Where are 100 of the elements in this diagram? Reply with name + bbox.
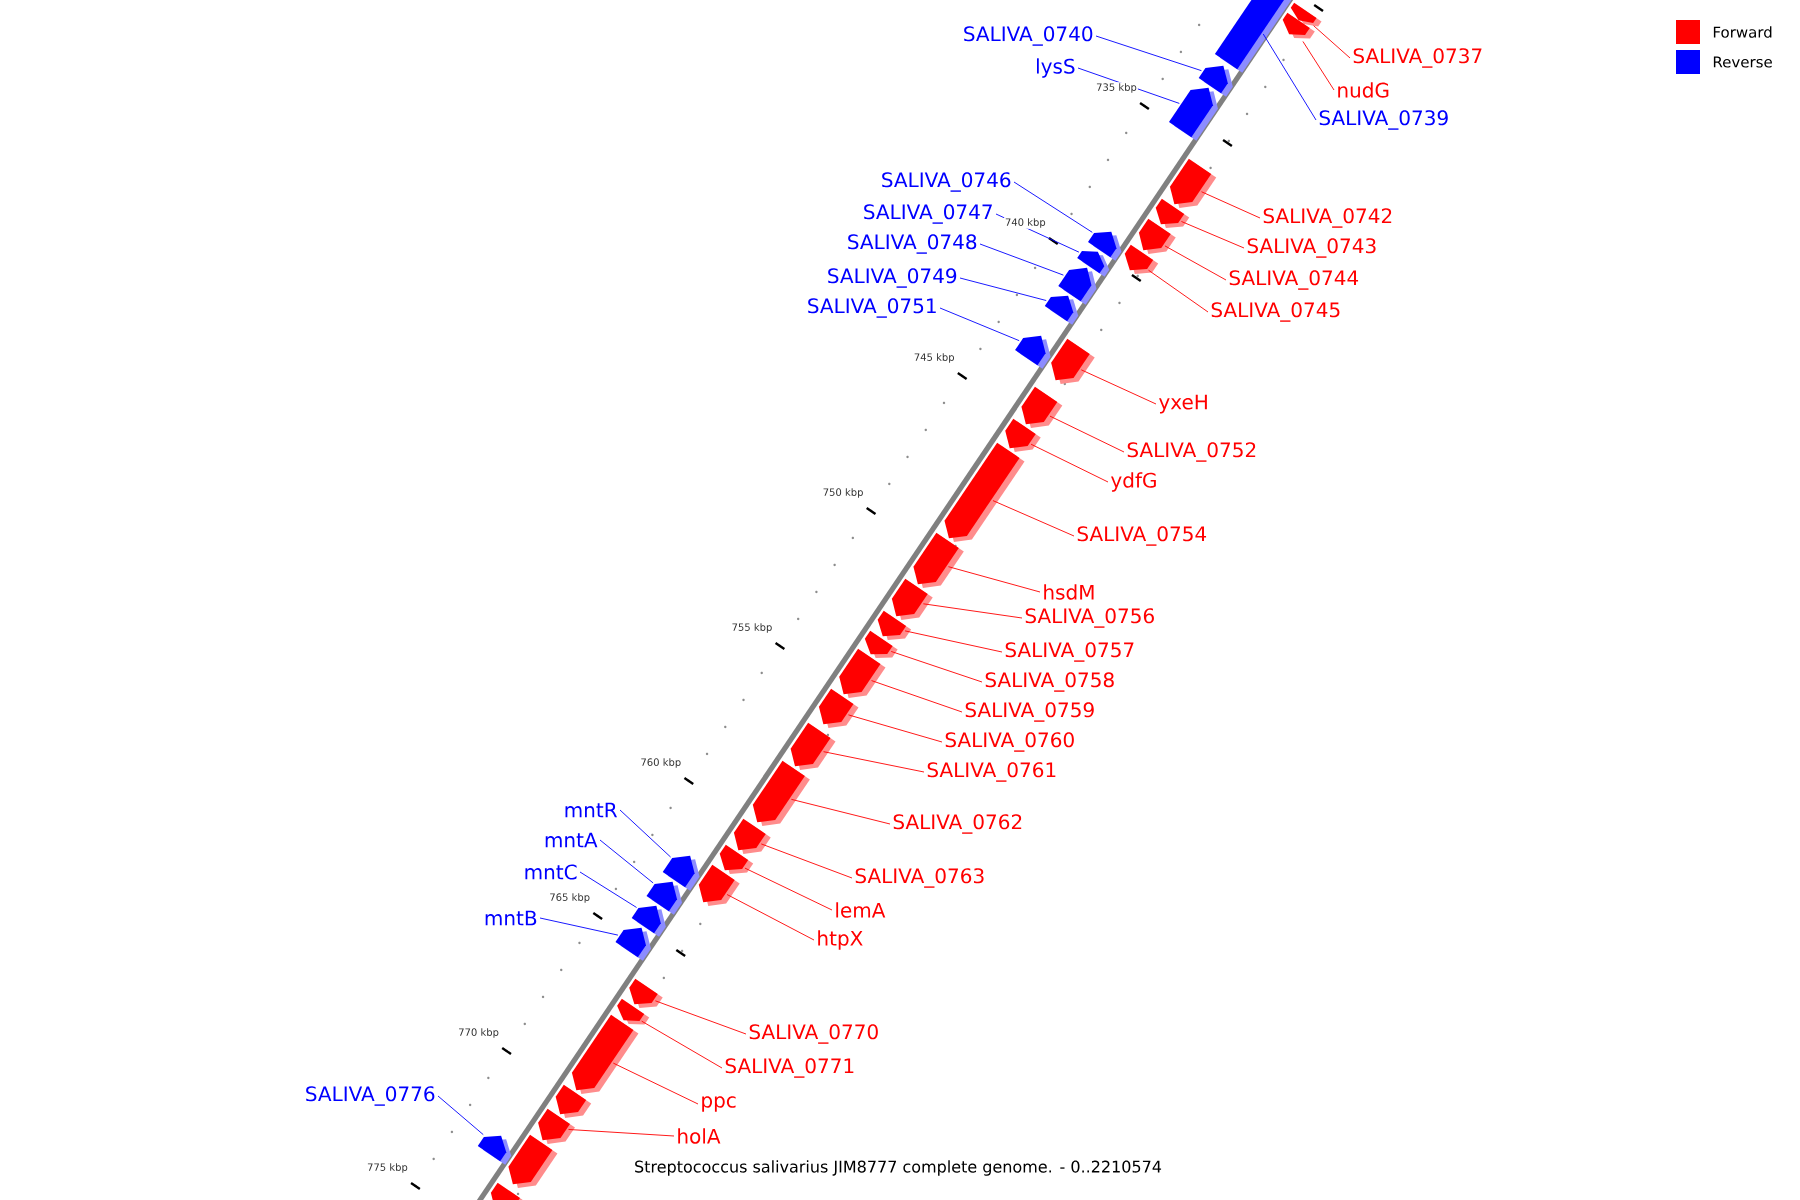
- gene-label: SALIVA_0762: [893, 814, 1022, 834]
- leader-line: [619, 809, 672, 858]
- leader-line: [922, 603, 1023, 619]
- leader-line: [539, 917, 619, 936]
- gene-glyph: [1015, 335, 1051, 369]
- leader-line: [437, 1095, 484, 1136]
- gene-label: SALIVA_0771: [725, 1058, 854, 1078]
- leader-line: [904, 630, 1003, 653]
- gene-glyph: [615, 927, 651, 961]
- gene-label: SALIVA_0751: [808, 298, 936, 318]
- leader-line: [1013, 181, 1093, 233]
- gene-glyph: [490, 1182, 525, 1200]
- gene-glyph: [1155, 198, 1190, 228]
- leader-line: [599, 839, 654, 884]
- gene-label: yxeH: [1159, 394, 1207, 414]
- gene-glyph: [508, 1134, 558, 1188]
- gene-glyph: [864, 630, 898, 658]
- leader-line: [1049, 415, 1125, 453]
- gene-label: ppc: [702, 1096, 736, 1112]
- gene-label: SALIVA_0740: [964, 26, 1093, 46]
- leader-line: [1148, 269, 1209, 313]
- leader-line: [612, 1062, 699, 1105]
- gene-glyph: [629, 978, 663, 1008]
- gene-glyph: [1005, 418, 1041, 452]
- gene-label: hsdM: [1044, 584, 1094, 600]
- gene-label: SALIVA_0739: [1319, 110, 1448, 130]
- gene-glyph: [839, 648, 886, 698]
- gene-glyph: [818, 688, 859, 728]
- leader-line: [1201, 191, 1261, 219]
- leader-line: [1080, 369, 1157, 405]
- gene-label: SALIVA_0749: [828, 268, 957, 288]
- leader-line: [760, 843, 853, 879]
- leader-line: [890, 651, 983, 683]
- gene-label: SALIVA_0752: [1127, 442, 1256, 462]
- gene-glyph: [1169, 158, 1217, 208]
- gene-label: SALIVA_0745: [1211, 302, 1340, 322]
- gene-glyph: [538, 1108, 575, 1144]
- gene-label: SALIVA_0759: [965, 702, 1094, 722]
- gene-glyph: [1021, 386, 1063, 428]
- gene-glyph: [1124, 244, 1159, 274]
- gene-label: SALIVA_0776: [306, 1086, 435, 1106]
- gene-glyph: [752, 760, 810, 826]
- gene-label: mntB: [485, 910, 537, 926]
- leader-line: [1030, 443, 1109, 483]
- gene-label: SALIVA_0754: [1077, 526, 1207, 546]
- gene-glyph: [913, 532, 964, 588]
- gene-label: SALIVA_0737: [1353, 48, 1482, 68]
- leader-line: [790, 798, 891, 825]
- gene-label: SALIVA_0758: [985, 672, 1114, 692]
- gene-label: SALIVA_0756: [1025, 608, 1154, 628]
- gene-glyph: [790, 722, 836, 770]
- gene-label: SALIVA_0757: [1005, 642, 1134, 662]
- leader-line: [1180, 221, 1245, 249]
- caption: Streptococcus salivarius JIM8777 complete genome. - 0..2210574: [635, 1160, 1162, 1176]
- leader-line: [947, 566, 1041, 593]
- gene-glyph: [877, 610, 912, 640]
- gene-label: SALIVA_0763: [855, 868, 984, 888]
- gene-glyph: [555, 1084, 592, 1118]
- gene-label: lysS: [1037, 58, 1075, 78]
- leader-line: [939, 307, 1020, 342]
- gene-label: SALIVA_0770: [749, 1024, 878, 1044]
- leader-line: [641, 1020, 723, 1069]
- gene-label: SALIVA_0743: [1247, 238, 1376, 258]
- gene-label: lemA: [836, 902, 886, 918]
- gene-glyph: [1282, 12, 1315, 39]
- gene-label: mntA: [545, 832, 598, 848]
- leader-line: [823, 751, 925, 773]
- gene-label: nudG: [1338, 82, 1389, 98]
- leader-line: [1095, 35, 1202, 72]
- leader-line: [744, 867, 833, 911]
- gene-label: mntC: [525, 864, 577, 880]
- gene-label: ydfG: [1111, 472, 1156, 492]
- leader-line: [1164, 245, 1227, 281]
- gene-glyph: [1169, 87, 1218, 141]
- gene-label: holA: [678, 1128, 721, 1144]
- gene-label: SALIVA_0761: [927, 762, 1056, 782]
- gene-label: SALIVA_0748: [848, 234, 977, 254]
- gene-glyph: [1051, 338, 1095, 384]
- leader-line: [1313, 25, 1351, 59]
- gene-glyph: [617, 998, 650, 1025]
- gene-glyph: [944, 442, 1025, 542]
- gene-label: SALIVA_0742: [1263, 208, 1392, 228]
- leader-line: [979, 243, 1064, 276]
- gene-label: SALIVA_0746: [882, 172, 1011, 192]
- leader-line: [1262, 33, 1317, 121]
- leader-line: [568, 1129, 675, 1137]
- gene-glyph: [1138, 218, 1176, 254]
- leader-line: [579, 871, 638, 908]
- gene-label: SALIVA_0760: [945, 732, 1074, 752]
- leader-line: [847, 714, 943, 743]
- gene-glyph: [733, 818, 771, 854]
- leader-line: [992, 500, 1075, 537]
- gene-label: mntR: [565, 802, 618, 818]
- gene-glyph: [1214, 0, 1293, 73]
- gene-label: htpX: [818, 930, 863, 950]
- gene-label: SALIVA_0747: [864, 204, 992, 224]
- leader-line: [1077, 67, 1180, 104]
- gene-glyph: [571, 1014, 639, 1094]
- leader-line: [995, 213, 1080, 253]
- gene-glyph: [719, 844, 754, 874]
